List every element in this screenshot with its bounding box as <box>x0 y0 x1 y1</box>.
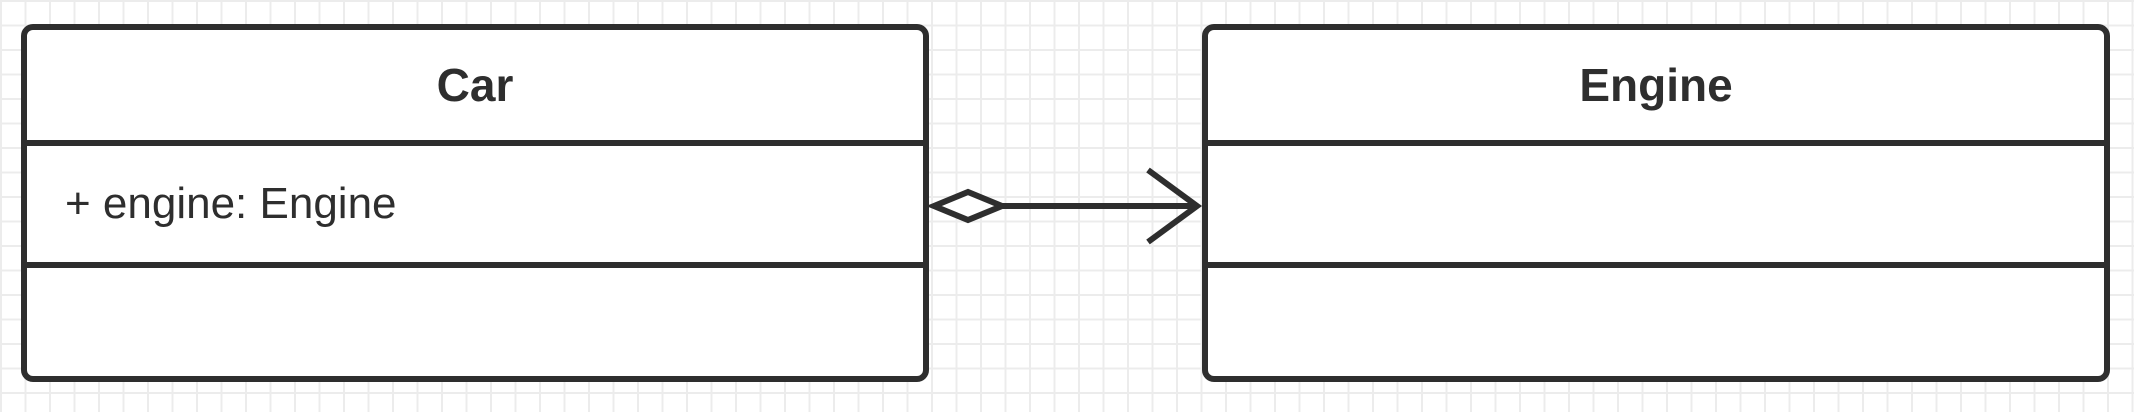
aggregation-diamond-icon <box>926 188 1010 224</box>
engine-operations-section <box>1208 268 2104 376</box>
engine-class-name: Engine <box>1208 30 2104 146</box>
engine-attributes-section <box>1208 146 2104 268</box>
car-class-name: Car <box>27 30 923 146</box>
navigation-arrowhead-icon <box>1146 167 1203 245</box>
car-attributes-section: + engine: Engine <box>27 146 923 268</box>
car-class-box[interactable]: Car + engine: Engine <box>21 24 929 382</box>
car-operations-section <box>27 268 923 376</box>
car-attribute-engine: + engine: Engine <box>65 179 397 228</box>
engine-class-box[interactable]: Engine <box>1202 24 2110 382</box>
